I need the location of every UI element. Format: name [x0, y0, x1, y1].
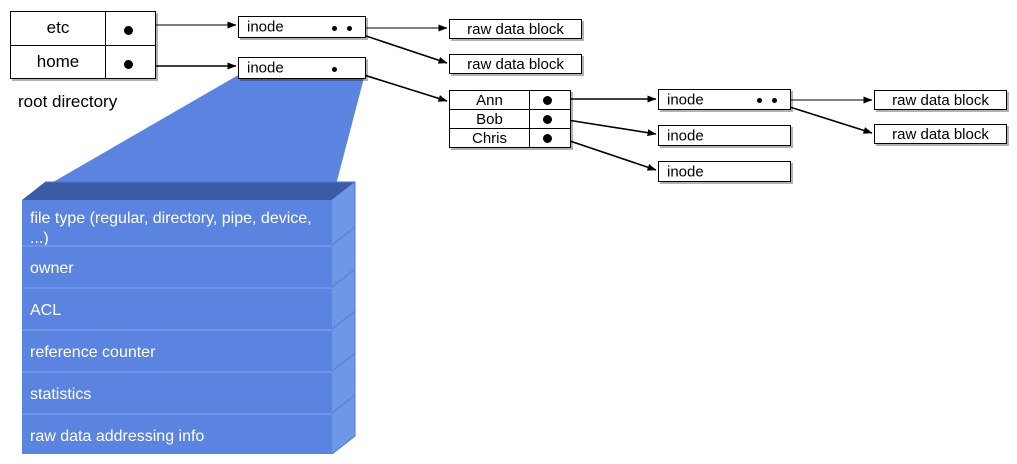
dir-entry-pointer: [530, 110, 570, 128]
dir-entry-name: home: [11, 45, 106, 78]
inode-detail-field: ACL: [22, 287, 332, 329]
inode-label: inode: [247, 59, 284, 77]
dir-entry-pointer: [530, 91, 570, 109]
inode-detail-field: reference counter: [22, 329, 332, 371]
inode-detail-field: owner: [22, 245, 332, 287]
inode-box-home[interactable]: inode: [238, 57, 366, 79]
root-directory-caption: root directory: [18, 92, 118, 111]
table-row[interactable]: Chris: [450, 129, 570, 147]
table-row[interactable]: etc: [11, 12, 155, 46]
raw-data-block[interactable]: raw data block: [449, 54, 582, 74]
raw-data-block[interactable]: raw data block: [874, 90, 1007, 110]
pointer-dot-icon: [757, 98, 762, 103]
raw-data-block[interactable]: raw data block: [449, 19, 582, 39]
inode-detail-field: raw data addressing info: [22, 413, 332, 454]
pointer-dot-icon: [543, 115, 552, 124]
pointer-dot-icon: [347, 26, 352, 31]
pointer-dot-icon: [124, 59, 133, 69]
dir-entry-pointer: [106, 46, 155, 79]
inode-label: inode: [667, 163, 704, 180]
inode-label: inode: [247, 18, 284, 36]
table-row[interactable]: Ann: [450, 91, 570, 110]
dir-entry-pointer: [530, 129, 570, 147]
inode-detail-field: statistics: [22, 371, 332, 413]
inode-box-bob[interactable]: inode: [658, 125, 791, 146]
pointer-dot-icon: [543, 134, 552, 143]
inode-box-etc[interactable]: inode: [238, 16, 366, 38]
dir-entry-name: Bob: [450, 110, 530, 128]
pointer-dot-icon: [772, 98, 777, 103]
pointer-dot-icon: [332, 26, 337, 31]
inode-label: inode: [667, 91, 704, 108]
raw-data-block-label: raw data block: [892, 125, 989, 143]
dir-entry-name: Chris: [450, 129, 530, 147]
dir-entry-pointer: [106, 12, 155, 45]
inode-label: inode: [667, 127, 704, 144]
pointer-dot-icon: [124, 26, 133, 35]
table-row[interactable]: Bob: [450, 110, 570, 129]
inode-box-chris[interactable]: inode: [658, 161, 791, 182]
dir-entry-name: etc: [11, 12, 106, 45]
root-directory-table: etc home: [10, 11, 156, 79]
pointer-dot-icon: [332, 67, 337, 72]
home-directory-table: Ann Bob Chris: [449, 90, 571, 148]
table-row[interactable]: home: [11, 45, 155, 79]
inode-detail-field: file type (regular, directory, pipe, dev…: [30, 210, 312, 247]
dir-entry-name: Ann: [450, 91, 530, 109]
pointer-dot-icon: [543, 96, 552, 105]
raw-data-block-label: raw data block: [892, 91, 989, 109]
inode-box-ann[interactable]: inode: [658, 89, 791, 110]
raw-data-block-label: raw data block: [467, 20, 564, 38]
raw-data-block-label: raw data block: [467, 55, 564, 73]
inode-detail-box: file type (regular, directory, pipe, dev…: [22, 200, 332, 454]
raw-data-block[interactable]: raw data block: [874, 124, 1007, 144]
